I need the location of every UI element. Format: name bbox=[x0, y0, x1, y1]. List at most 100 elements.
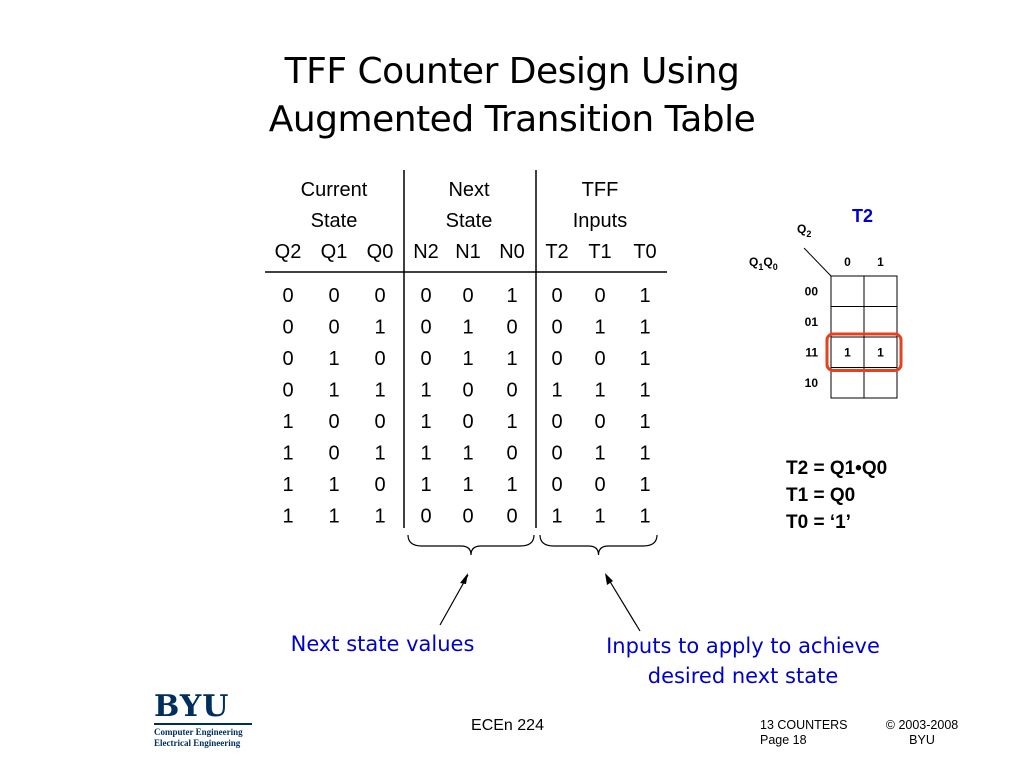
table-cell: 0 bbox=[328, 411, 339, 433]
table-cell: 1 bbox=[551, 380, 562, 402]
kmap-col-label: 1 bbox=[877, 255, 884, 269]
kmap-group-highlight bbox=[825, 332, 903, 372]
table-cell: 1 bbox=[639, 317, 650, 339]
column-header-t2: T2 bbox=[545, 241, 568, 263]
kmap-cell bbox=[863, 275, 898, 307]
table-cell: 0 bbox=[420, 317, 431, 339]
table-cell: 1 bbox=[551, 506, 562, 528]
table-cell: 0 bbox=[551, 348, 562, 370]
logo-line-2: Electrical Engineering bbox=[154, 738, 241, 748]
group-header-line1: Next bbox=[448, 179, 490, 201]
table-cell: 1 bbox=[282, 411, 293, 433]
kmap-title: T2 bbox=[852, 206, 874, 226]
table-cell: 0 bbox=[594, 411, 605, 433]
table-cell: 1 bbox=[506, 348, 517, 370]
kmap-row-label: 11 bbox=[805, 345, 818, 359]
group-header-line1: Current bbox=[301, 179, 368, 201]
table-cell: 1 bbox=[639, 285, 650, 307]
group-header-line1: TFF bbox=[582, 179, 619, 201]
kmap-cell bbox=[830, 367, 865, 399]
footer-chapter: 13 COUNTERS bbox=[760, 718, 848, 732]
equations: T2 = Q1•Q0 T1 = Q0 T0 = ‘1’ bbox=[786, 455, 887, 536]
table-cell: 1 bbox=[506, 285, 517, 307]
column-header-q0: Q0 bbox=[367, 241, 394, 263]
inputs-note-line-2: desired next state bbox=[647, 664, 839, 688]
table-cell: 1 bbox=[420, 443, 431, 465]
table-cell: 1 bbox=[639, 411, 650, 433]
group-header-line2: State bbox=[311, 210, 358, 232]
table-cell: 1 bbox=[328, 348, 339, 370]
column-header-n1: N1 bbox=[455, 241, 481, 263]
table-cell: 0 bbox=[551, 411, 562, 433]
arrowhead-inputs bbox=[605, 573, 613, 585]
arrowhead-next-state bbox=[460, 573, 468, 584]
table-cell: 0 bbox=[420, 285, 431, 307]
kmap-cell-value: 1 bbox=[877, 345, 884, 359]
table-cell: 1 bbox=[374, 443, 385, 465]
table-cell: 1 bbox=[462, 317, 473, 339]
slide-title: TFF Counter Design Using Augmented Trans… bbox=[0, 48, 1024, 144]
table-cell: 1 bbox=[506, 411, 517, 433]
table-cell: 0 bbox=[282, 380, 293, 402]
footer-copyright: © 2003-2008 BYU bbox=[872, 718, 972, 748]
title-line-2: Augmented Transition Table bbox=[268, 99, 756, 140]
kmap-row-label: 10 bbox=[805, 376, 819, 390]
kmap-column-variable: Q2 bbox=[797, 222, 811, 239]
course-label: ECEn 224 bbox=[471, 717, 544, 734]
table-cell: 1 bbox=[282, 506, 293, 528]
table-cell: 1 bbox=[639, 380, 650, 402]
kmap-row-label: 01 bbox=[805, 315, 819, 329]
equation-t0: T0 = ‘1’ bbox=[786, 512, 851, 533]
table-cell: 0 bbox=[328, 285, 339, 307]
table-cell: 0 bbox=[282, 285, 293, 307]
table-cell: 1 bbox=[328, 474, 339, 496]
equation-t1: T1 = Q0 bbox=[786, 485, 856, 506]
table-cell: 0 bbox=[551, 443, 562, 465]
table-cell: 0 bbox=[594, 285, 605, 307]
footer-page: Page 18 bbox=[760, 733, 807, 747]
table-cell: 0 bbox=[282, 317, 293, 339]
table-cell: 0 bbox=[594, 474, 605, 496]
table-cell: 0 bbox=[374, 348, 385, 370]
table-cell: 0 bbox=[551, 285, 562, 307]
table-cell: 0 bbox=[374, 411, 385, 433]
footer-copyright-years: © 2003-2008 bbox=[885, 718, 959, 732]
table-cell: 1 bbox=[506, 474, 517, 496]
group-header-line2: Inputs bbox=[573, 210, 627, 232]
table-cell: 0 bbox=[328, 443, 339, 465]
table-cell: 0 bbox=[506, 506, 517, 528]
table-cell: 1 bbox=[594, 380, 605, 402]
footer-chapter-page: 13 COUNTERS Page 18 bbox=[760, 718, 848, 748]
table-cell: 1 bbox=[328, 506, 339, 528]
group-header-line2: State bbox=[446, 210, 493, 232]
table-cell: 1 bbox=[282, 443, 293, 465]
table-cell: 1 bbox=[639, 474, 650, 496]
table-cell: 0 bbox=[551, 474, 562, 496]
column-header-q1: Q1 bbox=[321, 241, 348, 263]
table-cell: 0 bbox=[282, 348, 293, 370]
column-header-n2: N2 bbox=[413, 241, 439, 263]
kmap-cell bbox=[830, 275, 865, 307]
table-cell: 0 bbox=[506, 317, 517, 339]
kmap-cell-value: 1 bbox=[844, 345, 851, 359]
column-header-t0: T0 bbox=[633, 241, 656, 263]
inputs-note-line-1: Inputs to apply to achieve bbox=[606, 634, 880, 658]
kmap-cell bbox=[863, 367, 898, 399]
column-header-q2: Q2 bbox=[275, 241, 302, 263]
table-cell: 0 bbox=[594, 348, 605, 370]
column-header-n0: N0 bbox=[499, 241, 525, 263]
inputs-note: Inputs to apply to achieve desired next … bbox=[578, 631, 908, 691]
table-cell: 0 bbox=[462, 411, 473, 433]
table-cell: 0 bbox=[506, 443, 517, 465]
table-cell: 0 bbox=[506, 380, 517, 402]
next-state-note: Next state values bbox=[290, 632, 475, 656]
table-cell: 0 bbox=[551, 317, 562, 339]
table-cell: 1 bbox=[639, 348, 650, 370]
table-cell: 1 bbox=[639, 443, 650, 465]
equation-t2: T2 = Q1•Q0 bbox=[786, 458, 888, 479]
table-cell: 1 bbox=[374, 317, 385, 339]
table-cell: 1 bbox=[462, 443, 473, 465]
table-cell: 1 bbox=[328, 380, 339, 402]
